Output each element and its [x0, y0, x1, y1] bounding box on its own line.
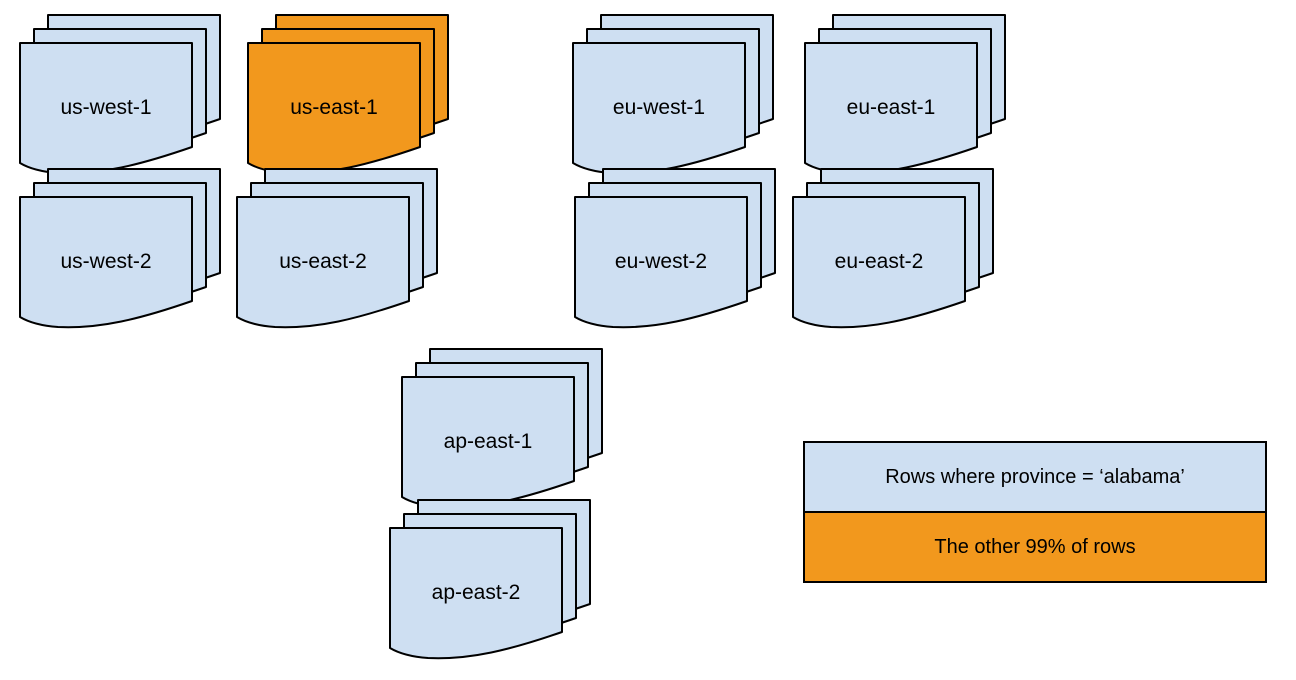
legend-item-province-rows: Rows where province = ‘alabama’: [805, 443, 1265, 511]
stack-us-east-2: us-east-2: [235, 167, 441, 333]
stack-label: us-west-2: [60, 250, 152, 273]
stack-label: us-east-1: [290, 96, 378, 119]
stack-label: eu-east-2: [834, 250, 924, 273]
stack-ap-east-2: ap-east-2: [388, 498, 594, 664]
stack-label: us-west-1: [60, 96, 152, 119]
stack-label: ap-east-2: [431, 581, 521, 604]
stack-us-east-1: us-east-1: [246, 13, 452, 179]
stack-eu-east-1: eu-east-1: [803, 13, 1009, 179]
stack-label: us-east-2: [279, 250, 367, 273]
stack-eu-east-2: eu-east-2: [791, 167, 997, 333]
legend-item-label: The other 99% of rows: [934, 535, 1136, 558]
stack-label: eu-west-2: [614, 250, 708, 273]
legend-item-label: Rows where province = ‘alabama’: [885, 465, 1185, 488]
stack-label: eu-east-1: [846, 96, 936, 119]
stack-eu-west-2: eu-west-2: [573, 167, 779, 333]
stack-us-west-2: us-west-2: [18, 167, 224, 333]
stack-eu-west-1: eu-west-1: [571, 13, 777, 179]
stack-label: eu-west-1: [612, 96, 706, 119]
legend-item-other-rows: The other 99% of rows: [805, 511, 1265, 581]
stack-label: ap-east-1: [443, 430, 533, 453]
stack-us-west-1: us-west-1: [18, 13, 224, 179]
stack-ap-east-1: ap-east-1: [400, 347, 606, 513]
legend: Rows where province = ‘alabama’ The othe…: [803, 441, 1267, 583]
